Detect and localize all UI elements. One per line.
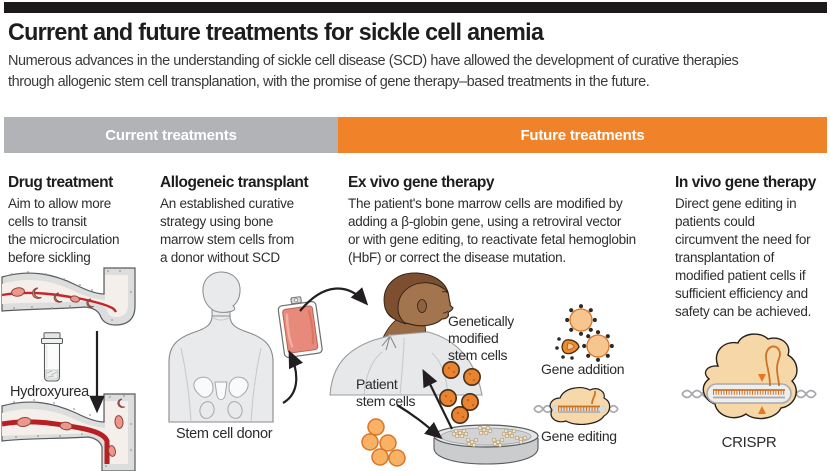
healthy-vessel-illustration — [1, 393, 136, 471]
column-heading: Ex vivo gene therapy — [348, 174, 495, 191]
column-allogeneic-transplant: Allogeneic transplant An established cur… — [160, 174, 342, 267]
patient-stem-cells-icon — [361, 418, 406, 467]
genetically-modified-stem-cells-label: Genetically modified stem cells — [448, 313, 514, 363]
column-in-vivo-gene-therapy: In vivo gene therapy Direct gene editing… — [675, 174, 829, 321]
page-subtitle: Numerous advances in the understanding o… — [8, 53, 739, 90]
hydroxyurea-bottle-icon — [41, 332, 63, 382]
gene-addition-icon — [555, 304, 614, 362]
page-title: Current and future treatments for sickle… — [8, 19, 544, 46]
donor-figure-illustration — [168, 271, 274, 423]
vessel-wall-speckles — [11, 270, 132, 321]
column-ex-vivo-gene-therapy: Ex vivo gene therapy The patient's bone … — [348, 174, 686, 267]
pelvis-sketch — [193, 376, 249, 419]
modified-stem-cells-icon — [439, 361, 481, 424]
column-body: The patient's bone marrow cells are modi… — [348, 196, 636, 265]
blood-bag-icon — [277, 296, 323, 358]
gown-tie-strings — [381, 334, 397, 351]
gene-editing-icon — [533, 387, 619, 426]
cell-colonies — [451, 425, 528, 448]
section-bar-current: Current treatments — [4, 117, 338, 153]
hydroxyurea-label: Hydroxyurea — [10, 384, 89, 400]
crispr-icon — [681, 333, 817, 420]
column-heading: Drug treatment — [8, 174, 113, 191]
vessel-wall-speckles — [13, 395, 132, 467]
crispr-label: CRISPR — [721, 434, 777, 451]
top-rule — [4, 2, 827, 13]
section-bar-current-label: Current treatments — [105, 126, 237, 144]
column-body: Direct gene editing in patients could ci… — [675, 196, 812, 319]
gene-addition-label: Gene addition — [541, 361, 625, 377]
column-drug-treatment: Drug treatment Aim to allow more cells t… — [8, 174, 158, 267]
column-body: Aim to allow more cells to transit the m… — [8, 196, 120, 265]
cut-site-arrow-bottom — [758, 406, 766, 414]
petri-dish-icon — [433, 424, 539, 465]
section-bar-future: Future treatments — [338, 117, 827, 153]
section-bar-future-label: Future treatments — [520, 126, 645, 144]
column-heading: Allogeneic transplant — [160, 174, 309, 191]
patient-stem-cells-label: Patient stem cells — [356, 376, 416, 409]
stem-cell-donor-label: Stem cell donor — [176, 426, 273, 442]
column-body: An established curative strategy using b… — [160, 196, 295, 265]
cut-site-arrow-top — [758, 374, 766, 382]
sickled-vessel-illustration — [1, 267, 136, 326]
column-heading: In vivo gene therapy — [675, 174, 816, 191]
gene-editing-label: Gene editing — [541, 428, 617, 444]
